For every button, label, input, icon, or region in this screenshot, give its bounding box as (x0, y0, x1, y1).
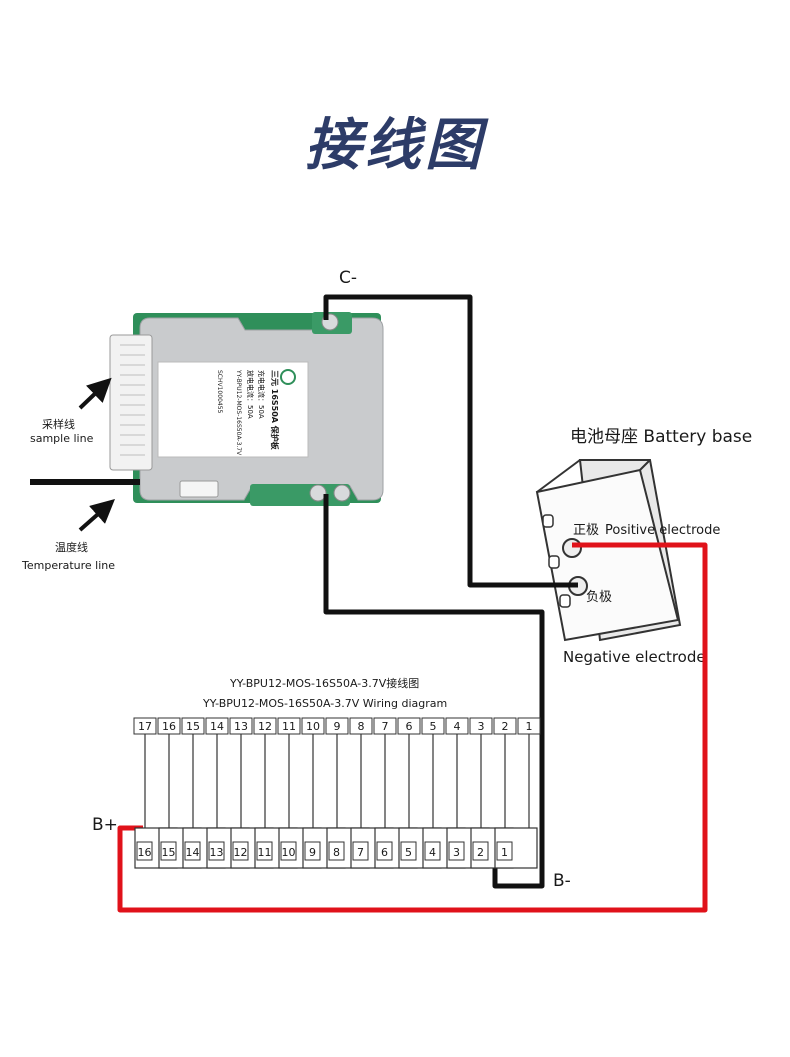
battery-cell-number-box (304, 841, 321, 861)
temperature-line-label-cn: 温度线 (55, 540, 88, 554)
sample-line-label-cn: 采样线 (42, 417, 75, 431)
connector-pin-row: 17 16 15 14 13 12 11 10 9 8 7 6 5 4 3 2 1 (133, 717, 541, 828)
battery-cell-number-box (136, 841, 153, 861)
board-label-line-3: 放电电流：50A (246, 370, 255, 419)
positive-electrode-label-en: Positive electrode (605, 523, 720, 538)
board-label-line-1: 三元 16S50A 保护板 (270, 370, 280, 451)
battery-cell-number-box (448, 841, 465, 861)
battery-cell-label: 8 (333, 846, 340, 859)
c-minus-wire (323, 294, 578, 588)
b-plus-wire (117, 542, 708, 913)
battery-base (535, 459, 682, 642)
cell-row: 16 15 14 13 12 11 10 9 8 7 6 5 4 3 2 1 (134, 827, 538, 869)
battery-cell-label: 14 (186, 846, 200, 859)
connector-pin-label: 7 (382, 720, 389, 733)
page-title: 接线图 (305, 113, 485, 178)
temperature-line-label-en: Temperature line (21, 559, 115, 572)
board-label-line-2: 充电电流：50A (257, 370, 266, 419)
battery-cell-label: 3 (453, 846, 460, 859)
connector-pin-label: 3 (478, 720, 485, 733)
b-minus-wire (323, 494, 545, 889)
battery-cell-number-box (160, 841, 177, 861)
connector-pin-label: 6 (406, 720, 413, 733)
battery-cell-label: 16 (138, 846, 152, 859)
battery-cell-label: 5 (405, 846, 412, 859)
battery-cell-label: 13 (210, 846, 224, 859)
connector-pin-label: 1 (526, 720, 533, 733)
connector-pin-label: 16 (162, 720, 176, 733)
battery-cell-label: 7 (357, 846, 364, 859)
board-label (157, 361, 309, 458)
b-plus-label: B+ (92, 815, 118, 835)
sample-line-arrow-icon (78, 377, 112, 410)
board-label-line-5: SCHV1000455 (216, 370, 223, 414)
battery-cell-label: 10 (282, 846, 296, 859)
connector-pin-label: 17 (138, 720, 152, 733)
b-minus-label: B- (553, 871, 571, 891)
temperature-connector (179, 480, 219, 498)
battery-cell-number-box (280, 841, 297, 861)
diagram-title-cn: YY-BPU12-MOS-16S50A-3.7V接线图 (229, 676, 419, 690)
connector-pin-label: 10 (306, 720, 320, 733)
battery-cell-number-box (256, 841, 273, 861)
battery-cell-number-box (472, 841, 489, 861)
negative-electrode-label-en: Negative electrode (563, 648, 706, 666)
battery-cell-label: 1 (501, 846, 508, 859)
sample-line-label-en: sample line (30, 432, 94, 445)
negative-electrode-label-cn: 负极 (586, 590, 612, 605)
battery-cell-number-box (328, 841, 345, 861)
battery-cell-number-box (424, 841, 441, 861)
battery-cell-number-box (184, 841, 201, 861)
battery-cell-label: 4 (429, 846, 436, 859)
board-label-line-4: YY-BPU12-MOS-16S50A-3.7V (235, 369, 242, 456)
battery-cell-number-box (208, 841, 225, 861)
battery-cell-number-box (400, 841, 417, 861)
connector-pin-label: 5 (430, 720, 437, 733)
battery-cell-number-box (496, 841, 513, 861)
battery-cell-label: 12 (234, 846, 248, 859)
connector-pin-label: 12 (258, 720, 272, 733)
connector-pin-label: 15 (186, 720, 200, 733)
connector-pin-label: 8 (358, 720, 365, 733)
c-minus-label: C- (339, 268, 357, 288)
connector-pin-label: 4 (454, 720, 461, 733)
connector-pin-label: 13 (234, 720, 248, 733)
temperature-line-arrow-icon (78, 499, 115, 532)
battery-cell-label: 6 (381, 846, 388, 859)
battery-cell-number-box (232, 841, 249, 861)
battery-cell-number-box (352, 841, 369, 861)
battery-cell-label: 15 (162, 846, 176, 859)
connector-pin-label: 11 (282, 720, 296, 733)
battery-base-label: 电池母座 Battery base (570, 427, 752, 447)
positive-electrode-label-cn: 正极 (573, 523, 599, 538)
battery-cell-number-box (376, 841, 393, 861)
battery-cell-label: 2 (477, 846, 484, 859)
protection-board: 三元 16S50A 保护板 充电电流：50A 放电电流：50A YY-BPU12… (109, 312, 384, 506)
battery-cell-label: 9 (309, 846, 316, 859)
connector-pin-label: 9 (334, 720, 341, 733)
positive-terminal (562, 538, 582, 558)
diagram-title-en: YY-BPU12-MOS-16S50A-3.7V Wiring diagram (202, 697, 447, 710)
connector-pin-label: 2 (502, 720, 509, 733)
connector-pin-label: 14 (210, 720, 224, 733)
battery-cell-label: 11 (258, 846, 272, 859)
